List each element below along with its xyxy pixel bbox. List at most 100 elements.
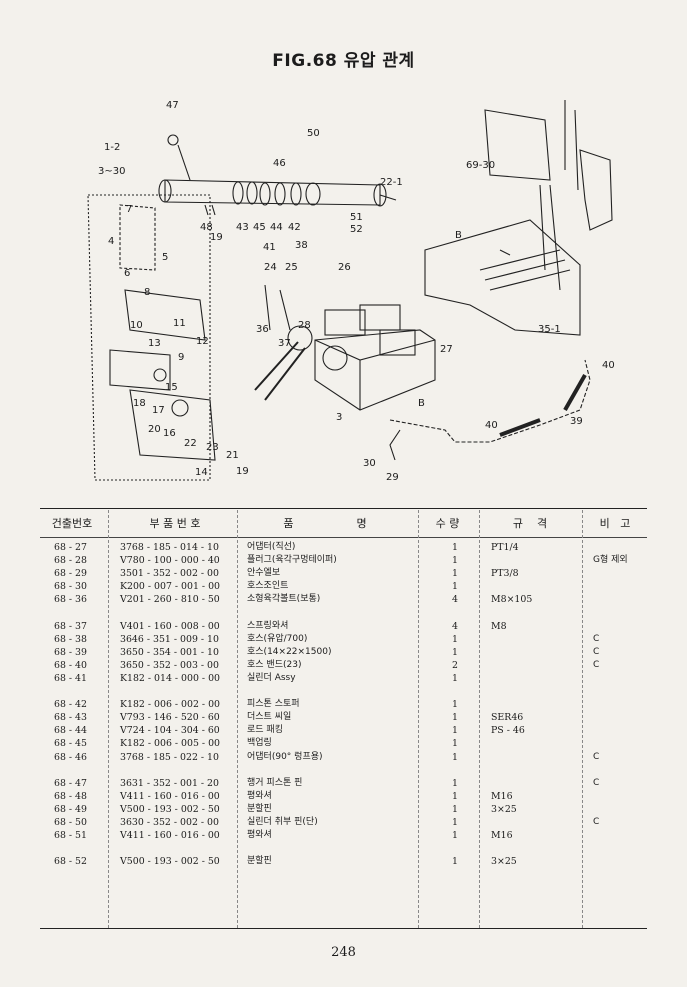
callout-label: B bbox=[418, 398, 425, 409]
quantity-cell: 1 bbox=[452, 777, 458, 789]
cylinder-body bbox=[164, 179, 381, 206]
part-name-cell: 백업링 bbox=[247, 738, 272, 749]
callout-label: 44 bbox=[270, 222, 283, 233]
callout-label: 43 bbox=[236, 222, 249, 233]
callout-label: 40 bbox=[485, 420, 498, 431]
callout-label: 29 bbox=[386, 472, 399, 483]
fig-number-cell: 68 - 40 bbox=[54, 659, 87, 671]
quantity-cell: 2 bbox=[452, 659, 458, 671]
callout-label: 22 bbox=[184, 438, 197, 449]
part-name-cell: 실린더 취부 핀(단) bbox=[247, 816, 318, 827]
fig-number-cell: 68 - 45 bbox=[54, 738, 87, 750]
quantity-cell: 1 bbox=[452, 816, 458, 828]
quantity-cell: 1 bbox=[452, 751, 458, 763]
remark-cell: C bbox=[593, 633, 600, 644]
spec-cell: 3×25 bbox=[491, 803, 517, 815]
callout-label: 15 bbox=[165, 382, 178, 393]
callout-label: 10 bbox=[130, 320, 143, 331]
spec-cell: 3×25 bbox=[491, 856, 517, 868]
callout-label: 26 bbox=[338, 262, 351, 273]
table-header-rule bbox=[40, 537, 647, 538]
part-number-cell: V500 - 193 - 002 - 50 bbox=[120, 803, 220, 815]
callout-label: 1-2 bbox=[104, 142, 120, 153]
quantity-cell: 1 bbox=[452, 568, 458, 580]
part-name-cell: 어댑터(90° 렁프용) bbox=[247, 751, 323, 762]
remark-cell: G형 제외 bbox=[593, 555, 628, 566]
part-number-cell: 3768 - 185 - 014 - 10 bbox=[120, 542, 219, 553]
part-number-cell: V411 - 160 - 016 - 00 bbox=[120, 830, 220, 842]
callout-label: 38 bbox=[295, 240, 308, 251]
quantity-cell: 1 bbox=[452, 725, 458, 737]
callout-label: 45 bbox=[253, 222, 266, 233]
quantity-cell: 4 bbox=[452, 594, 458, 606]
fig-number-cell: 68 - 38 bbox=[54, 633, 87, 645]
quantity-cell: 1 bbox=[452, 830, 458, 842]
callout-label: 14 bbox=[195, 467, 208, 478]
spec-cell: M16 bbox=[491, 830, 513, 842]
callout-label: 42 bbox=[288, 222, 301, 233]
callout-label: 35-1 bbox=[538, 324, 561, 335]
remark-cell: C bbox=[593, 816, 600, 827]
part-number-cell: 3650 - 354 - 001 - 10 bbox=[120, 646, 219, 658]
part-name-cell: 안수엘보 bbox=[247, 568, 281, 579]
column-divider bbox=[108, 510, 109, 928]
part-number-cell: V411 - 160 - 016 - 00 bbox=[120, 790, 220, 802]
callout-label: 21 bbox=[226, 450, 239, 461]
fig-number-cell: 68 - 37 bbox=[54, 620, 87, 632]
spec-cell: SER46 bbox=[491, 712, 524, 724]
spec-cell: PT1/4 bbox=[491, 542, 519, 553]
callout-label: 48 bbox=[200, 222, 213, 233]
column-divider bbox=[582, 510, 583, 928]
remark-cell: C bbox=[593, 777, 600, 788]
fig-number-cell: 68 - 39 bbox=[54, 646, 87, 658]
header-spec: 규 격 bbox=[512, 517, 548, 530]
cylinder-end bbox=[158, 179, 172, 203]
callout-label: 3~30 bbox=[98, 166, 125, 177]
callout-label: 11 bbox=[173, 318, 186, 329]
callout-label: 50 bbox=[307, 128, 320, 139]
callout-label: 6 bbox=[124, 268, 130, 279]
header-part-name: 품 명 bbox=[283, 517, 367, 530]
fig-number-cell: 68 - 28 bbox=[54, 555, 87, 567]
fig-number-cell: 68 - 52 bbox=[54, 856, 87, 868]
table-bottom-rule bbox=[40, 928, 647, 929]
callout-label: 51 bbox=[350, 212, 363, 223]
quantity-cell: 4 bbox=[452, 620, 458, 632]
callout-label: 46 bbox=[273, 158, 286, 169]
part-number-cell: V201 - 260 - 810 - 50 bbox=[120, 594, 220, 606]
quantity-cell: 1 bbox=[452, 672, 458, 684]
fig-number-cell: 68 - 30 bbox=[54, 581, 87, 593]
header-fig-no: 건출번호 bbox=[51, 517, 93, 530]
callout-label: 13 bbox=[148, 338, 161, 349]
callout-label: 39 bbox=[570, 416, 583, 427]
callout-label: 19 bbox=[236, 466, 249, 477]
part-name-cell: 분할핀 bbox=[247, 803, 272, 814]
part-name-cell: 호스조인트 bbox=[247, 581, 289, 592]
page-number: 248 bbox=[331, 945, 356, 960]
quantity-cell: 1 bbox=[452, 738, 458, 750]
row-spacer bbox=[40, 764, 647, 777]
part-name-cell: 더스트 씨일 bbox=[247, 712, 292, 723]
quantity-cell: 1 bbox=[452, 699, 458, 711]
callout-label: 17 bbox=[152, 405, 165, 416]
part-number-cell: K182 - 014 - 000 - 00 bbox=[120, 672, 220, 684]
callout-label: 30 bbox=[363, 458, 376, 469]
callout-label: 36 bbox=[256, 324, 269, 335]
quantity-cell: 1 bbox=[452, 581, 458, 593]
fig-number-cell: 68 - 49 bbox=[54, 803, 87, 815]
callout-label: 7 bbox=[126, 204, 132, 215]
callout-label: 52 bbox=[350, 224, 363, 235]
